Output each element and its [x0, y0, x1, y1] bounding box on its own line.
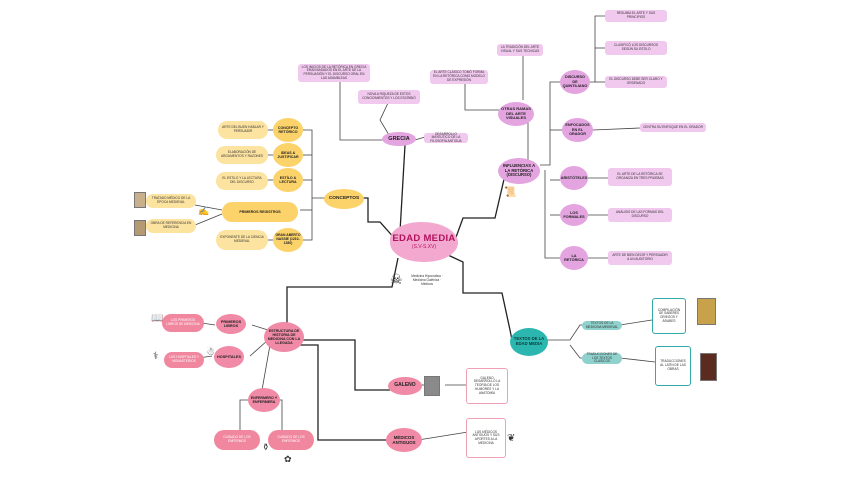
quintiliano-note-3: EL DISCURSO DEBE SER CLARO Y ORDENADO: [605, 76, 667, 88]
branch-medicos[interactable]: MÉDICOS ANTIGUOS: [386, 428, 422, 452]
nurse-icon-1: ⚱: [262, 442, 270, 452]
estructura-enfermero[interactable]: ENFERMERO Y ENFERMERA: [248, 388, 280, 412]
skull-icon: ☠: [390, 271, 403, 287]
enfermero-note-1: CUIDADO DE LOS ENFERMOS: [214, 430, 260, 450]
otras-ramas-note-2: EL ARTE CLÁSICO TOMÓ FORMA EN LA RETÓRIC…: [430, 70, 488, 84]
branch-estructura[interactable]: ESTRUCTURA DE HISTORIA DE MEDICINA CON L…: [264, 322, 304, 352]
branch-grecia[interactable]: GRECIA: [382, 132, 416, 146]
branch-influencias[interactable]: INFLUENCIAS A LA RETÓRICA (DISCURSO): [498, 158, 540, 184]
influencia-retorica[interactable]: LA RETÓRICA: [560, 246, 588, 270]
book-icon: 📖: [151, 313, 164, 324]
hospital-icon: ⚕: [153, 351, 159, 362]
concepto-registros[interactable]: PRIMEROS REGISTROS: [222, 202, 298, 222]
codex-image-1: [697, 298, 716, 325]
nurse-icon-2: ✿: [284, 454, 292, 464]
grecia-note-3: DESARROLLO MAYÉUTICO DE LA FILOSOFÍA ANT…: [424, 132, 468, 143]
influencia-quintiliano[interactable]: DISCURSO DE QUINTILIANO: [560, 70, 590, 94]
manuscript-image-2: [134, 220, 146, 236]
branch-galeno[interactable]: GALENO: [388, 377, 422, 395]
conceptos-side-note-2: OBRA DE REFERENCIA EN MEDICINA: [146, 219, 196, 233]
retorica-note: ARTE DE BIEN DECIR Y PERSUADIR A UN AUDI…: [608, 251, 672, 265]
textos-note-1: COMPILACIÓN DE SABERES GRIEGOS Y ÁRABES: [652, 298, 686, 334]
grecia-note-2: NOVA A RIQUEZA DE ESTOS CONOCIMIENTOS Y …: [358, 90, 420, 104]
aristoteles-note: EL ARTE DE LA RETÓRICA SE ORGANIZA EN TR…: [608, 168, 672, 186]
influencia-orador[interactable]: ENFOCADOS EN EL ORADOR: [562, 118, 593, 142]
estructura-hospitales-note: LOS HOSPITALES Y MONASTERIOS: [164, 352, 204, 368]
concepto-estilo-note: EL ESTILO Y LA LECTURA DEL DISCURSO: [216, 172, 268, 190]
otras-ramas-node[interactable]: OTRAS RAMAS DEL ARTE VISUALES: [498, 102, 534, 126]
herb-icon: ❦: [507, 433, 516, 444]
textos-item-2[interactable]: TRADUCCIONES DE LOS TEXTOS CLÁSICOS: [582, 352, 622, 364]
physician-icon: ☃: [206, 347, 215, 358]
galeno-portrait: [424, 376, 440, 396]
concepto-estilo[interactable]: ESTÍLO & LECTURA: [273, 168, 303, 192]
center-node[interactable]: EDAD MEDIA (S.V-S.XV): [390, 222, 458, 262]
influencia-aristoteles[interactable]: ARISTÓTELES: [560, 166, 588, 190]
center-title: EDAD MEDIA: [392, 232, 456, 244]
concepto-ideas-note: ELABORACIÓN DE ARGUMENTOS Y RAZONES: [216, 146, 268, 164]
otras-ramas-note-1: LA TRADICIÓN DEL ARTE VISUAL Y SUS TECNI…: [497, 44, 543, 56]
textos-note-2: TRADUCCIONES AL LATÍN DE LAS OBRAS: [655, 346, 691, 386]
influencia-formales[interactable]: LOS FORMALES: [560, 204, 588, 226]
medicos-note: LOS MÉDICOS ANTIGUOS Y SUS APORTES A LA …: [466, 418, 506, 458]
concepto-ideas[interactable]: IDEAS & JUSTIFICAR: [273, 143, 303, 167]
branch-conceptos[interactable]: CONCEPTOS: [324, 189, 364, 209]
conceptos-side-note-1: TRATADO MÉDICO DE LA ÉPOCA MEDIEVAL: [146, 194, 196, 208]
formales-note: ANÁLISIS DE LAS FORMAS DEL DISCURSO: [608, 208, 672, 222]
quintiliano-note-1: RESUMÍA EL ARTE Y SUS PRINCIPIOS: [605, 10, 667, 22]
center-caption: Medicina Hipocrática · Medicina Galénica…: [411, 274, 443, 286]
grecia-note-1: LOS INICIOS DE LA RETÓRICA EN GRECIA ERA…: [298, 64, 370, 82]
branch-textos[interactable]: TEXTOS DE LA EDAD MEDIA: [510, 328, 548, 356]
center-subtitle: (S.V-S.XV): [411, 243, 437, 250]
concepto-aberto-note: EXPONENTE DE LA CIENCIA MEDIEVAL: [216, 230, 268, 250]
concepto-aberto[interactable]: GRAN ABERTO NASSIE (1210-1280): [273, 228, 303, 252]
textos-item-1[interactable]: TEXTOS DE LA MEDICINA MEDIEVAL: [582, 321, 622, 330]
concepto-retorico[interactable]: CONCEPTO RETÓRICO: [273, 118, 303, 142]
concepto-retorico-note: ARTE DEL BUEN HABLAR Y PERSUADIR: [218, 121, 268, 139]
scroll-icon: 📜: [504, 187, 517, 198]
estructura-libros-note: LOS PRIMEROS LIBROS DE MEDICINA: [162, 314, 204, 332]
manuscript-image-1: [134, 192, 146, 208]
quintiliano-note-2: CLASIFICÓ LOS DISCURSOS SEGÚN SU ESTILO: [605, 41, 667, 55]
estructura-hospitales[interactable]: HOSPITALES: [214, 346, 244, 368]
estructura-libros[interactable]: PRIMEROS LIBROS: [216, 314, 246, 334]
orador-note: CENTRA SU ENFOQUE EN EL ORADOR: [640, 123, 706, 132]
codex-image-2: [700, 353, 717, 381]
scholar-icon: ✍: [198, 206, 210, 216]
enfermero-note-2: CUIDADO DE LOS ENFERMOS: [268, 430, 314, 450]
galeno-note: GALENO DESARROLLÓ LA TEORÍA DE LOS HUMOR…: [466, 368, 508, 404]
